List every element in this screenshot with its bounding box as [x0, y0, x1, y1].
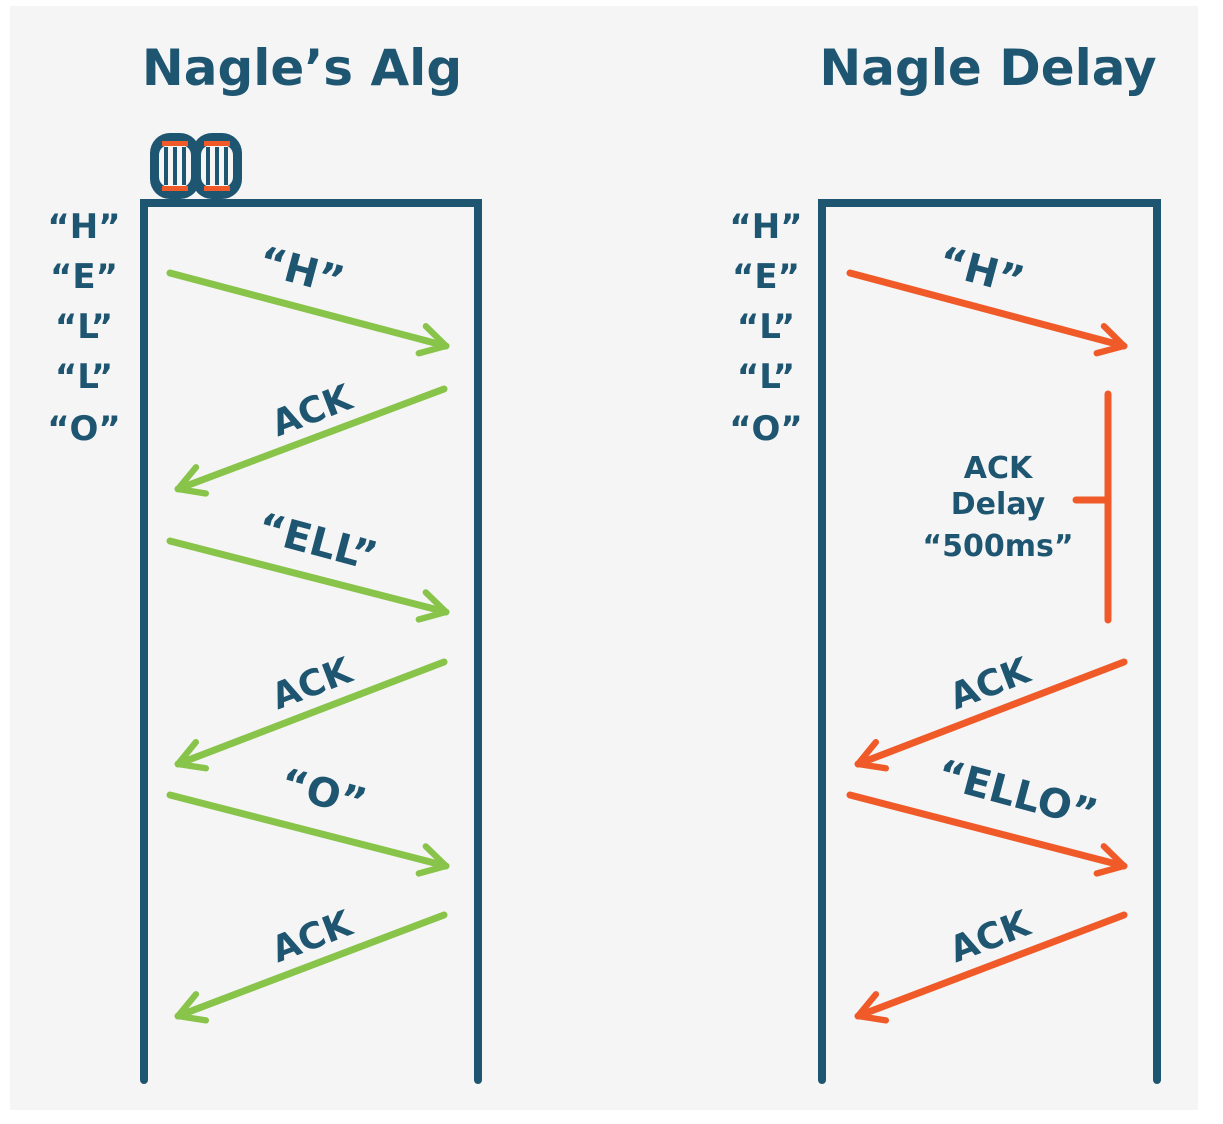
twin-barrels-icon	[150, 133, 242, 199]
left-arrow-3	[174, 658, 448, 772]
right-message-label-1: ACK	[944, 650, 1036, 718]
right-char-4: “O”	[729, 409, 803, 449]
left-message-label-5: ACK	[266, 903, 358, 971]
left-message-label-0: “H”	[254, 238, 349, 305]
ack-delay-line-1: ACK	[964, 451, 1034, 486]
left-char-4: “O”	[47, 409, 121, 449]
left-message-label-3: ACK	[266, 650, 358, 718]
left-panel-title: Nagle’s Alg	[142, 39, 462, 97]
left-arrow-2	[166, 537, 450, 623]
right-arrow-3	[854, 911, 1128, 1024]
right-message-label-3: ACK	[944, 903, 1036, 971]
right-char-3: “L”	[737, 357, 795, 397]
left-arrow-1	[174, 385, 448, 497]
left-char-stack: “H” “E” “L” “L” “O”	[47, 207, 121, 449]
right-char-0: “H”	[729, 207, 802, 247]
right-char-1: “E”	[732, 257, 800, 297]
left-arrow-4	[166, 791, 450, 877]
right-panel-title: Nagle Delay	[819, 39, 1156, 97]
ack-delay-line-3: “500ms”	[922, 529, 1073, 564]
ack-delay-bracket	[1072, 390, 1112, 624]
ack-delay-note: ACK Delay “500ms”	[922, 451, 1073, 564]
left-arrow-5	[174, 911, 448, 1024]
right-char-2: “L”	[737, 307, 795, 347]
left-char-3: “L”	[55, 357, 113, 397]
right-arrow-1	[854, 658, 1128, 772]
right-char-stack: “H” “E” “L” “L” “O”	[729, 207, 803, 449]
left-frame	[140, 199, 482, 1084]
right-frame	[818, 199, 1161, 1084]
left-message-label-4: “O”	[276, 760, 372, 827]
right-message-label-0: “H”	[934, 238, 1029, 305]
left-arrow-0	[166, 269, 450, 357]
right-arrow-0	[846, 269, 1128, 357]
right-arrow-2	[846, 791, 1128, 877]
ack-delay-line-2: Delay	[951, 487, 1046, 522]
left-char-1: “E”	[50, 257, 118, 297]
left-char-0: “H”	[47, 207, 120, 247]
left-char-2: “L”	[55, 307, 113, 347]
